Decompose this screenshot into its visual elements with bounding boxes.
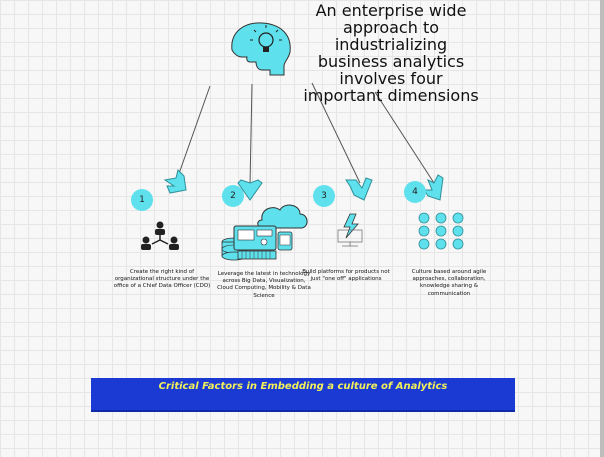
step-number-2: 2: [222, 185, 244, 207]
footer-banner: Critical Factors in Embedding a culture …: [91, 378, 515, 412]
step-description-1: Create the right kind of organizational …: [113, 269, 211, 290]
arrowhead-2: [237, 179, 263, 201]
arrowhead-4: [423, 174, 444, 201]
lightbulb-head-icon: [231, 22, 291, 76]
headline: An enterprise wide approach to industria…: [303, 1, 479, 105]
platform-icon: [337, 213, 363, 247]
step-number-4: 4: [404, 181, 426, 203]
connector-line-1: [175, 85, 211, 183]
connector-line-3: [311, 82, 361, 184]
step-number-3: 3: [313, 185, 335, 207]
step-number-1: 1: [131, 189, 153, 211]
org-structure-icon: [141, 221, 179, 250]
step-description-2: Leverage the latest in technology across…: [217, 271, 311, 299]
dots-grid-icon: [418, 212, 464, 250]
connector-line-2: [249, 83, 253, 186]
connector-line-4: [374, 91, 435, 184]
step-description-3: Build platforms for products not just "o…: [302, 269, 390, 283]
technology-stack-icon: [221, 204, 308, 261]
right-edge-divider: [600, 0, 604, 457]
arrowhead-1: [163, 169, 187, 194]
arrowhead-3: [345, 177, 373, 201]
step-description-4: Culture based around agile approaches, c…: [411, 269, 487, 297]
